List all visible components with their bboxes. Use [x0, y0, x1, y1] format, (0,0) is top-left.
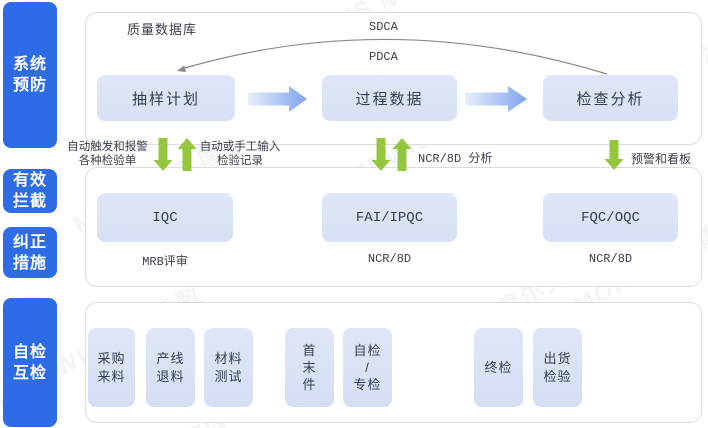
auto-trigger-line1: 自动触发和报警: [67, 141, 148, 153]
warning-board-label: 预警和看板: [631, 152, 692, 166]
auto-trigger-label: 自动触发和报警 各种检验单: [60, 141, 155, 168]
box-line: 出货: [543, 350, 572, 366]
box-iqc: IQC: [97, 193, 233, 242]
auto-trigger-line2: 各种检验单: [78, 154, 137, 167]
box-fai-ipqc: FAI/IPQC: [322, 193, 457, 242]
box-final-inspection: 终检: [474, 328, 523, 407]
box-purchase-incoming: 采购 来料: [88, 328, 135, 407]
box-line-return: 产线 退料: [146, 328, 195, 407]
box-check-analysis: 检查分析: [543, 75, 678, 121]
sidebar-label: 系统: [12, 56, 47, 73]
ncr-analysis-label: NCR/8D 分析: [418, 152, 493, 166]
box-line: 采购: [97, 350, 126, 366]
box-line: 专检: [353, 377, 382, 392]
box-label: IQC: [152, 209, 178, 226]
sidebar-label: 自检: [12, 343, 47, 361]
sidebar-label: 预防: [12, 77, 47, 94]
box-line: 测试: [214, 368, 243, 384]
box-label: 过程数据: [355, 90, 424, 108]
sidebar-item-self-mutual-check: 自检 互检: [3, 298, 57, 427]
box-line: 来料: [97, 368, 126, 384]
box-line: 自检: [353, 343, 382, 358]
box-process-data: 过程数据: [322, 75, 457, 121]
auto-manual-input-line2: 检验记录: [217, 154, 263, 167]
box-line: 退料: [156, 368, 185, 384]
sidebar-label: 互检: [12, 364, 47, 382]
ncr-8d-label-1: NCR/8D: [367, 252, 412, 266]
mrb-review-label: MRB评审: [142, 255, 188, 269]
auto-manual-input-label: 自动或手工输入 检验记录: [194, 141, 286, 168]
sidebar-label: 有效: [12, 172, 47, 189]
sidebar-item-system-prevention: 系统 预防: [3, 2, 57, 148]
sidebar-label: 纠正: [12, 233, 47, 251]
ncr-8d-label-2: NCR/8D: [588, 252, 633, 266]
sidebar-label: 措施: [12, 254, 47, 272]
box-label: FAI/IPQC: [355, 209, 424, 226]
box-sampling-plan: 抽样计划: [97, 75, 235, 121]
box-fqc-oqc: FQC/OQC: [543, 193, 678, 242]
auto-manual-input-line1: 自动或手工输入: [199, 141, 281, 153]
box-line: 末: [302, 360, 317, 375]
sidebar-item-effective-interception: 有效 拦截: [3, 169, 57, 213]
box-line: /: [365, 360, 370, 375]
box-first-last-piece: 首 末 件: [285, 328, 334, 407]
box-line: 材料: [214, 350, 243, 366]
pdca-label: PDCA: [369, 50, 398, 64]
box-line: 产线: [156, 350, 185, 366]
quality-database-label: 质量数据库: [127, 22, 198, 37]
sidebar-label: 拦截: [12, 193, 47, 210]
box-label: 抽样计划: [131, 90, 200, 108]
box-self-special-check: 自检 / 专检: [343, 328, 392, 407]
box-line: 检验: [543, 368, 572, 384]
box-shipment-inspection: 出货 检验: [533, 328, 582, 407]
sdca-label: SDCA: [369, 20, 398, 34]
box-line: 首: [302, 343, 317, 358]
box-line: 件: [302, 377, 317, 392]
sidebar-item-corrective-action: 纠正 措施: [3, 227, 57, 278]
box-label: 检查分析: [576, 90, 645, 108]
box-line: 终检: [484, 359, 513, 375]
box-material-test: 材料 测试: [204, 328, 253, 407]
box-label: FQC/OQC: [581, 209, 640, 226]
